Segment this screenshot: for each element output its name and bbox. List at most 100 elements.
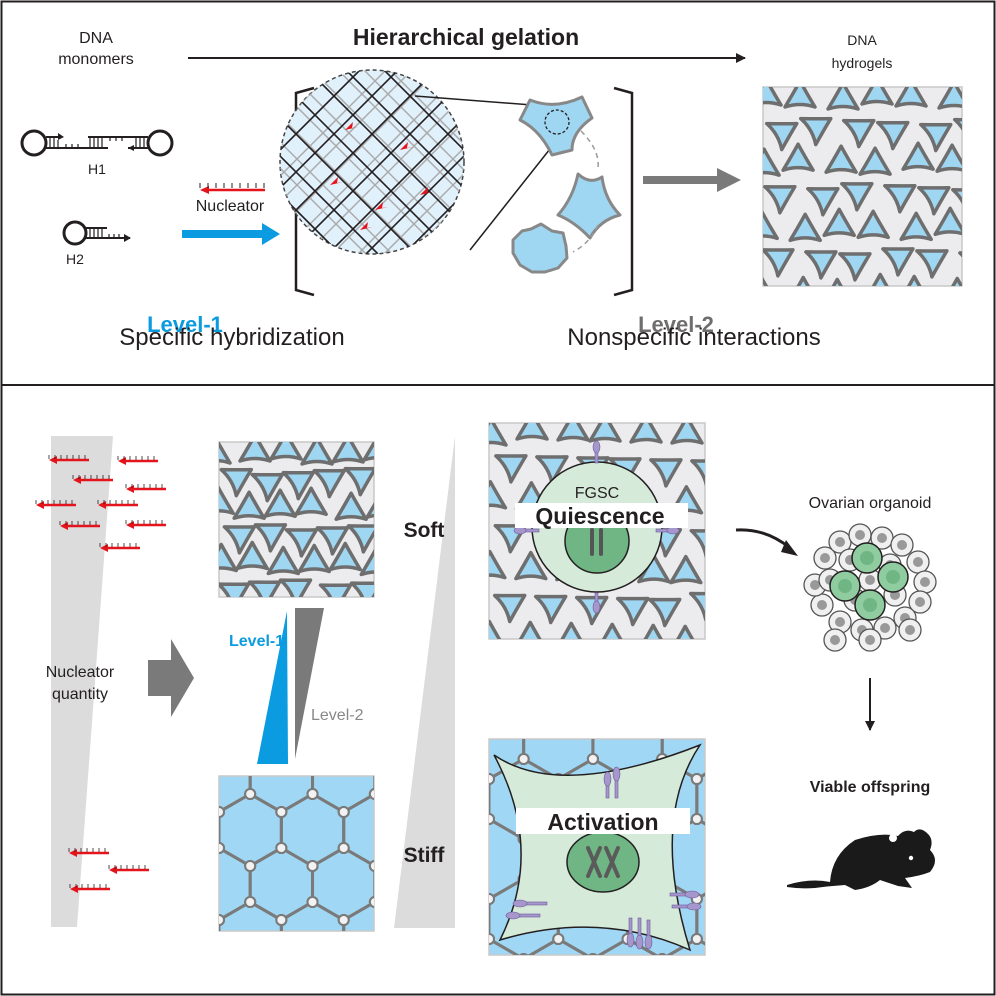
hex-node (244, 788, 257, 800)
hex-node (489, 933, 495, 945)
hex-node (152, 699, 162, 709)
germ-nucleus (838, 579, 852, 593)
nucleator-marker (330, 177, 343, 185)
somatic-nucleus (915, 597, 925, 607)
nucleator-quantity-wedge (51, 436, 113, 927)
ovarian-organoid (803, 523, 937, 652)
dna-strand-gray (280, 70, 413, 254)
dna-strand-black (383, 70, 464, 254)
chromosome-icon (590, 528, 603, 556)
hex-node (339, 951, 349, 961)
dna-strand-gray (331, 70, 464, 254)
hex-node (726, 754, 736, 764)
nucleator-marker (360, 222, 373, 230)
hex-node (726, 714, 736, 724)
nucleator-strand-head (118, 457, 126, 465)
hex-node (692, 654, 702, 664)
hex-node (120, 753, 130, 763)
hex-node (152, 807, 162, 817)
receptor-icons-activation (505, 766, 702, 950)
hex-node (152, 735, 162, 745)
nucleator-strands-high (35, 455, 166, 552)
hex-node (245, 753, 255, 763)
hex-node (726, 874, 736, 884)
to-organoid-arrow (735, 528, 791, 550)
gel-unit (958, 238, 962, 281)
hex-node (244, 896, 257, 908)
hex-node (152, 843, 162, 853)
dna-strand-gray (280, 70, 393, 254)
hex-node (726, 954, 736, 964)
hex-node (183, 897, 193, 907)
nucleator-strand-head (109, 866, 117, 874)
hex-node (657, 714, 667, 724)
stiff-label: Stiff (404, 844, 446, 867)
hex-node (183, 753, 193, 763)
somatic-nucleus (855, 530, 865, 540)
hex-node (370, 969, 380, 979)
somatic-nucleus (835, 537, 845, 547)
hex-cell (695, 772, 705, 826)
hex-node (588, 953, 598, 955)
hex-node (308, 753, 318, 763)
dna-strand-gray (357, 70, 464, 254)
hex-node (214, 951, 224, 961)
hex-node (484, 694, 494, 704)
dna-strand-gray (285, 70, 464, 254)
hex-node (463, 843, 473, 853)
hex-node (484, 654, 494, 664)
hex-node (306, 860, 319, 872)
hex-node (183, 897, 193, 907)
hex-node (519, 714, 529, 724)
hex-node (308, 969, 318, 979)
hex-node (692, 694, 702, 704)
nucleator-strand-head (126, 485, 134, 493)
level1-arrow (182, 223, 280, 245)
dna-strand-gray (337, 70, 464, 254)
hex-node (401, 951, 411, 961)
level1-title: Level-1 (147, 312, 223, 337)
gel-particle-triangle (518, 95, 594, 157)
hex-node (761, 654, 771, 664)
dna-hydrogel-network (762, 86, 963, 287)
hex-node (623, 694, 633, 704)
somatic-nucleus (817, 600, 827, 610)
quiescence-panel: FGSC Quiescence (488, 422, 706, 640)
hex-node (120, 897, 130, 907)
hex-node (401, 699, 411, 709)
somatic-nucleus (820, 553, 830, 563)
hex-node (623, 694, 633, 704)
hex-node (183, 789, 193, 799)
dna-strand-gray (280, 70, 387, 254)
hex-node (339, 735, 349, 745)
hex-node (484, 694, 494, 704)
hex-node (623, 654, 633, 664)
hex-node (690, 773, 703, 785)
bottom-panel: Nucleator quantity Level-1 Level-2 Soft … (35, 422, 937, 979)
hex-node (214, 951, 224, 961)
hex-node (761, 894, 771, 904)
hex-node (519, 714, 529, 724)
hex-node (275, 806, 288, 818)
hex-node (152, 915, 162, 925)
hex-node (337, 806, 350, 818)
hex-node (415, 654, 425, 664)
mouse-icon (787, 829, 935, 890)
hex-node (219, 842, 225, 854)
dna-strand-gray (311, 70, 464, 254)
hex-node (214, 735, 224, 745)
hex-cell (125, 848, 187, 920)
stiff-hydrogel-network (120, 699, 473, 979)
hex-node (183, 789, 193, 799)
hex-cell (219, 810, 221, 850)
somatic-nucleus (810, 580, 820, 590)
hex-node (276, 951, 286, 961)
hex-node (519, 714, 529, 724)
hex-node (368, 788, 374, 800)
dna-strand-gray (280, 70, 419, 254)
hex-node (183, 789, 193, 799)
hex-node (690, 813, 703, 825)
hex-node (401, 951, 411, 961)
hex-cell (628, 639, 697, 719)
